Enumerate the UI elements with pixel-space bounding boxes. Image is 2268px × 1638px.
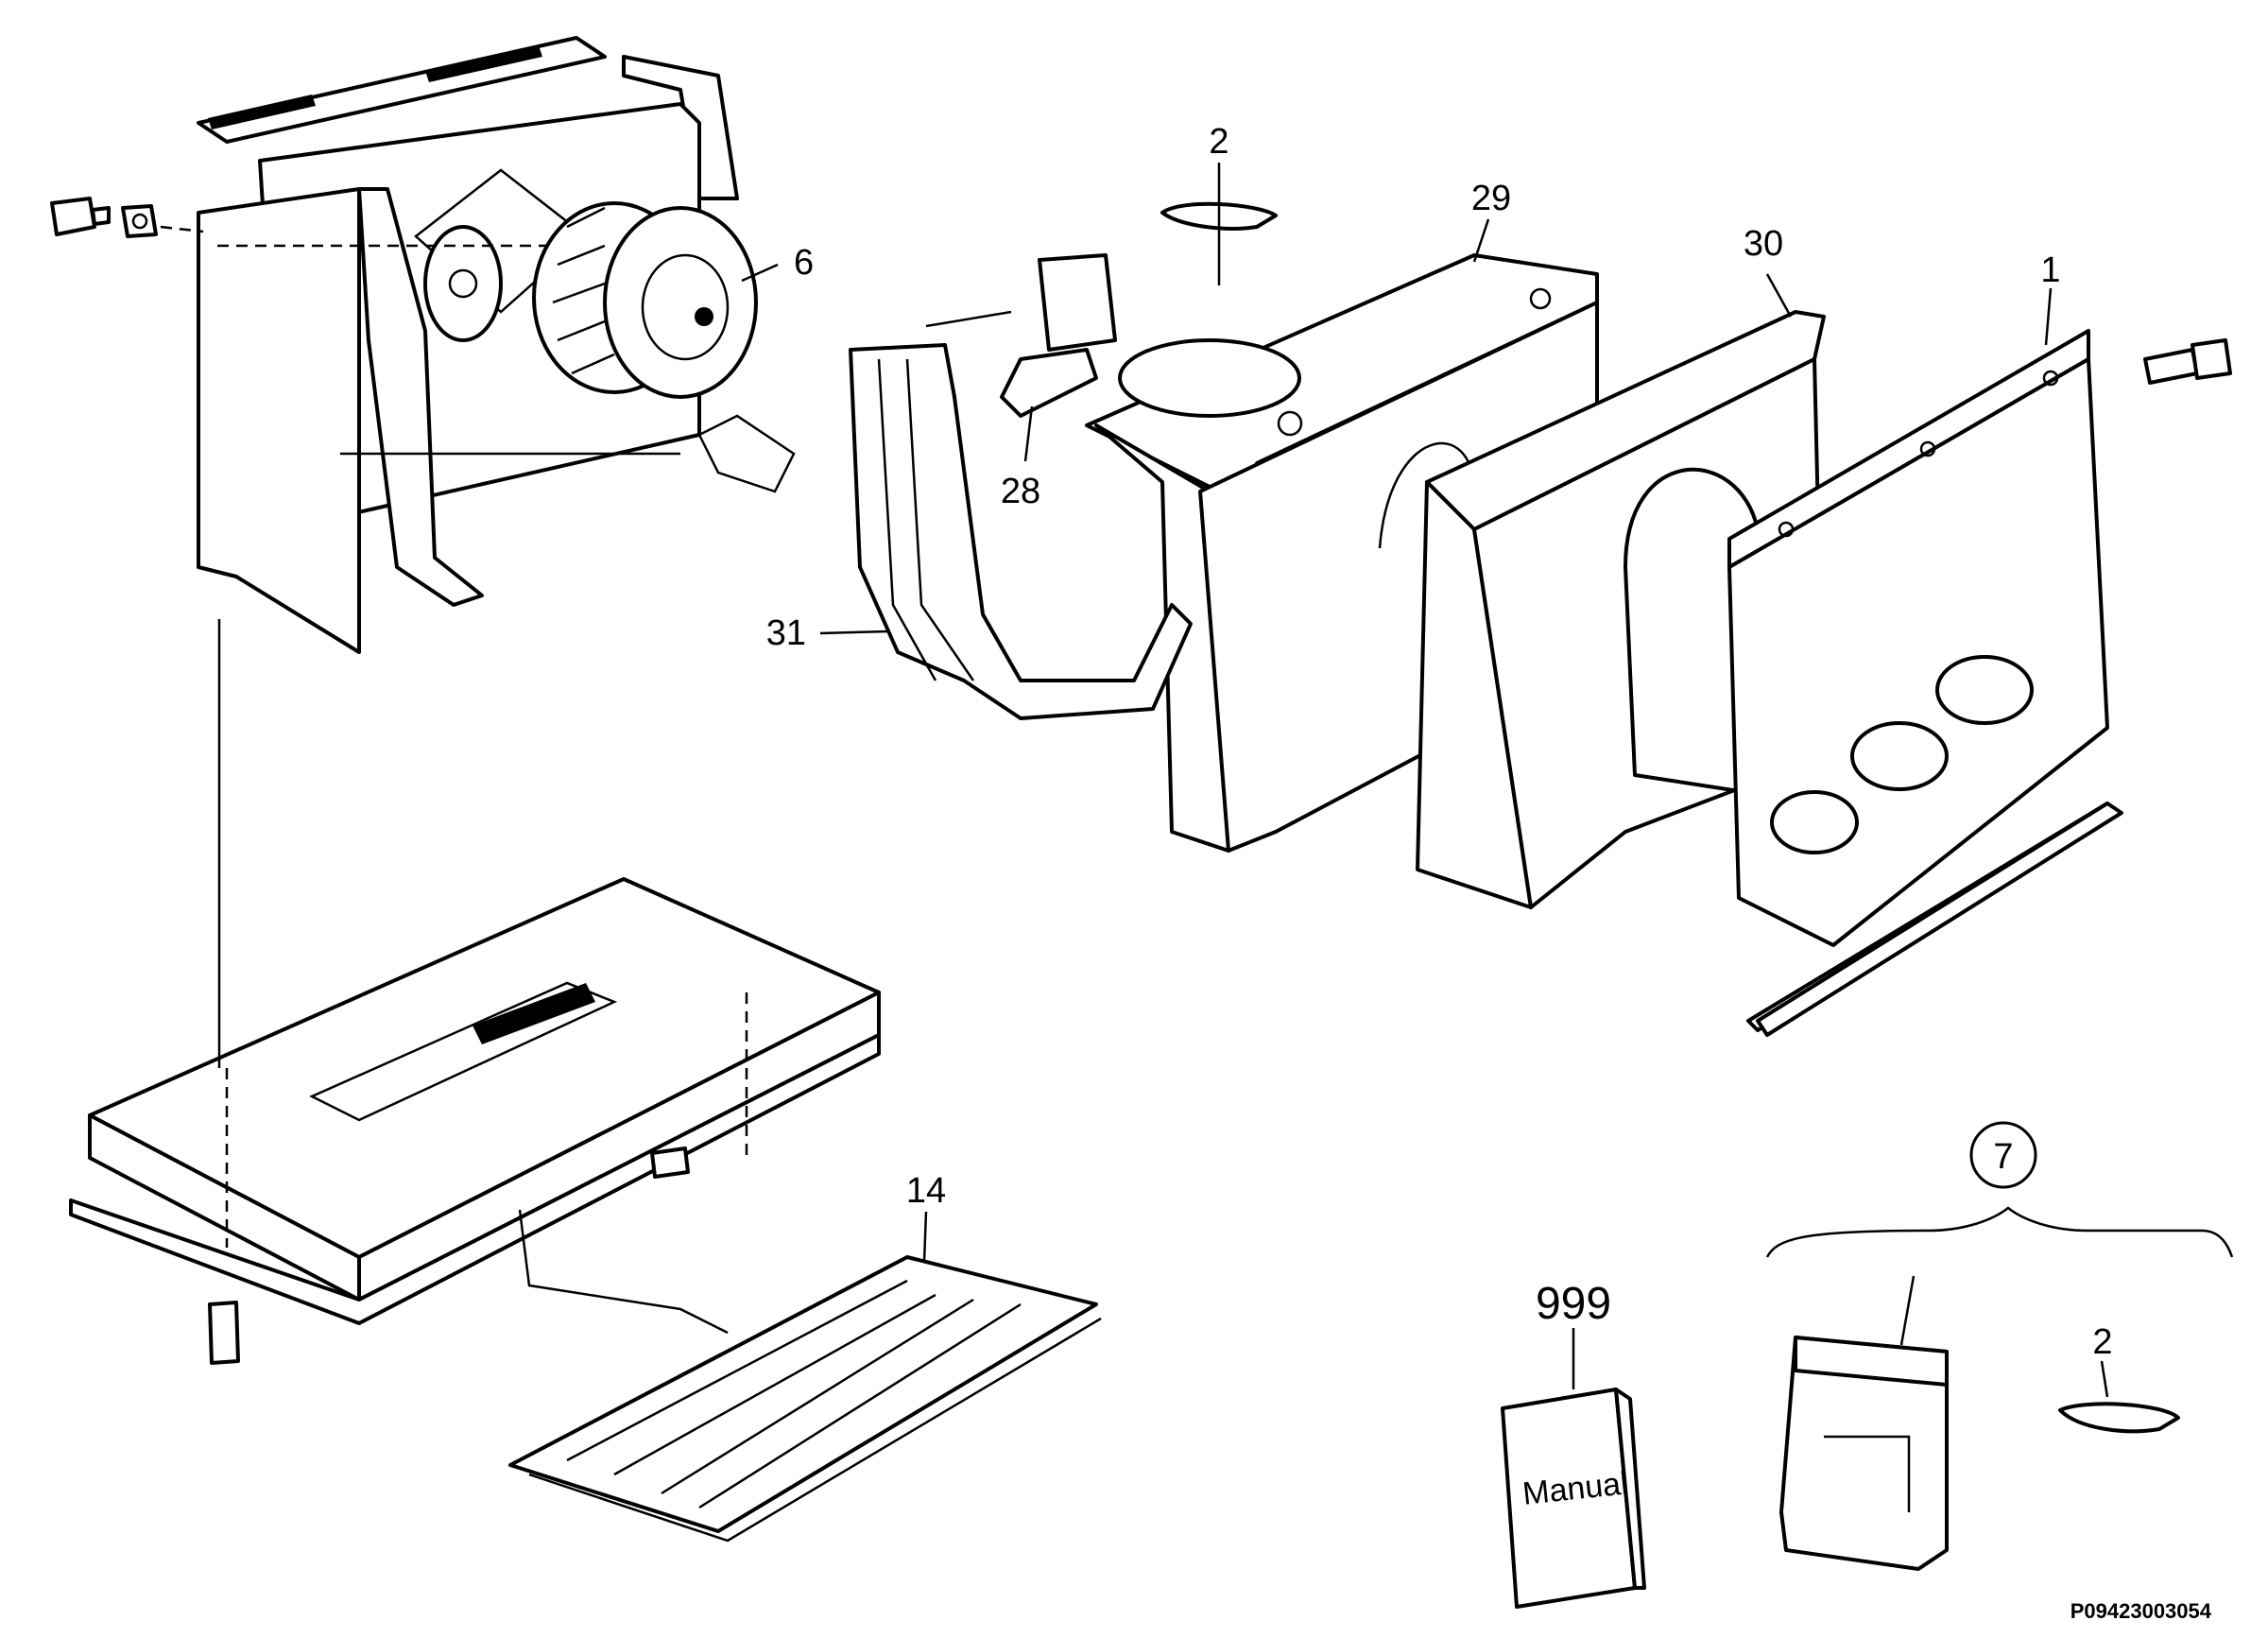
callout-2-top: 2 (1209, 122, 1228, 162)
filter-guide-line (518, 1209, 729, 1335)
gasket-2-kit-part (2058, 1402, 2180, 1434)
seal-28-part (925, 253, 1117, 418)
callout-30: 30 (1744, 224, 1783, 264)
callout-6: 6 (794, 243, 814, 283)
drawing-code: P09423003054 (2070, 1599, 2212, 1623)
screw-small-part (650, 1147, 690, 1179)
screw-right-part (2143, 338, 2232, 385)
callout-7-circle (1969, 1121, 2037, 1189)
kit-bracket (1765, 1206, 2234, 1258)
filter-14-part (508, 1255, 1102, 1543)
callout-14: 14 (906, 1171, 946, 1211)
callout-28: 28 (1001, 472, 1040, 511)
filter-housing-part (69, 877, 881, 1325)
bolt-and-nut-part (50, 197, 204, 238)
callout-31: 31 (766, 613, 806, 653)
housing-half-29-part (1085, 253, 1599, 853)
parts-bag-part (1779, 1336, 1949, 1571)
callout-7: 7 (1993, 1137, 2013, 1177)
manual-999-part (1501, 1388, 1646, 1609)
blower-wheel-part (532, 201, 758, 399)
callout-1: 1 (2040, 250, 2060, 290)
rail-part (1756, 802, 2123, 1037)
seal-31-part (849, 343, 1193, 720)
callout-999: 999 (1536, 1279, 1611, 1329)
leader-lines (741, 163, 2109, 1398)
callout-29: 29 (1471, 179, 1511, 218)
callout-2-kit: 2 (2092, 1322, 2112, 1362)
screw-bottom-part (208, 1301, 240, 1365)
